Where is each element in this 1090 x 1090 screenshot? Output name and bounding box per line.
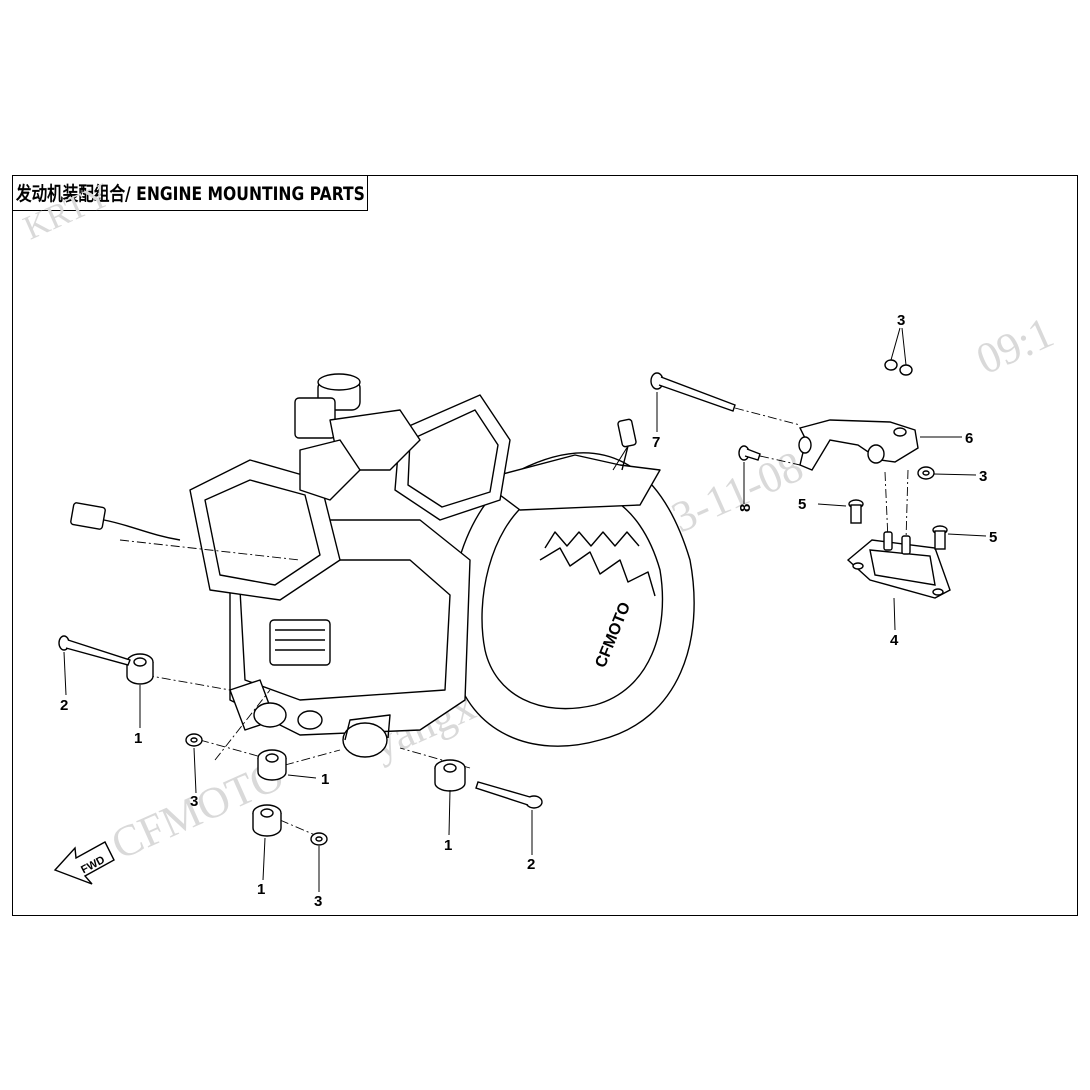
callout-part-8: 8 xyxy=(737,504,754,512)
rubber-mount-icon xyxy=(126,653,154,685)
nut-icon xyxy=(884,359,898,371)
nut-icon xyxy=(917,466,935,480)
page-title: 发动机装配组合/ ENGINE MOUNTING PARTS xyxy=(16,183,365,205)
callout-part-5: 5 xyxy=(798,496,806,513)
callout-part-2: 2 xyxy=(527,856,535,873)
engine-bracket xyxy=(798,419,919,471)
long-bolt-group xyxy=(58,372,736,809)
callout-part-1: 1 xyxy=(257,881,265,898)
short-bolt-group xyxy=(848,499,948,550)
long-bolt-icon xyxy=(650,372,736,412)
callout-part-3: 3 xyxy=(897,312,905,329)
leader-lines xyxy=(119,407,909,836)
rubber-mount-icon xyxy=(434,759,466,792)
callout-part-2: 2 xyxy=(60,697,68,714)
engine-assembly: CFMOTO xyxy=(70,373,695,758)
callout-part-1: 1 xyxy=(444,837,452,854)
watermark-time: 09:1 xyxy=(969,308,1060,385)
title-box: 发动机装配组合/ ENGINE MOUNTING PARTS xyxy=(12,175,368,211)
callout-part-7: 7 xyxy=(652,434,660,451)
diagram-frame xyxy=(12,175,1078,916)
callout-part-1: 1 xyxy=(321,771,329,788)
nut-icon xyxy=(185,733,203,747)
nut-icon xyxy=(899,364,913,376)
callout-part-3: 3 xyxy=(314,893,322,910)
bolt-icon xyxy=(738,445,761,461)
long-bolt-icon xyxy=(58,635,131,666)
bolt-icon xyxy=(848,499,864,524)
nut-group xyxy=(185,359,935,846)
callout-part-4: 4 xyxy=(890,632,899,649)
callout-part-1: 1 xyxy=(134,730,142,747)
long-bolt-icon xyxy=(475,781,543,809)
nut-icon xyxy=(310,832,328,846)
callout-part-6: 6 xyxy=(965,430,973,447)
forward-arrow-icon: FWD xyxy=(53,841,115,885)
callout-part-3: 3 xyxy=(979,468,987,485)
engine-mount-base xyxy=(846,531,951,599)
callout-part-5: 5 xyxy=(989,529,997,546)
callout-lines xyxy=(63,327,987,892)
bolt-icon xyxy=(932,525,948,550)
callout-part-3: 3 xyxy=(190,793,198,810)
rubber-mount-icon xyxy=(257,749,287,781)
rubber-mount-icon xyxy=(252,804,282,837)
callout-labels: 1 1 1 1 1 2 2 3 3 3 3 3 4 5 5 6 7 8 xyxy=(60,312,997,910)
part-1-rubber-mount-group xyxy=(126,653,466,837)
watermark-corner: KRTY xyxy=(18,177,116,248)
